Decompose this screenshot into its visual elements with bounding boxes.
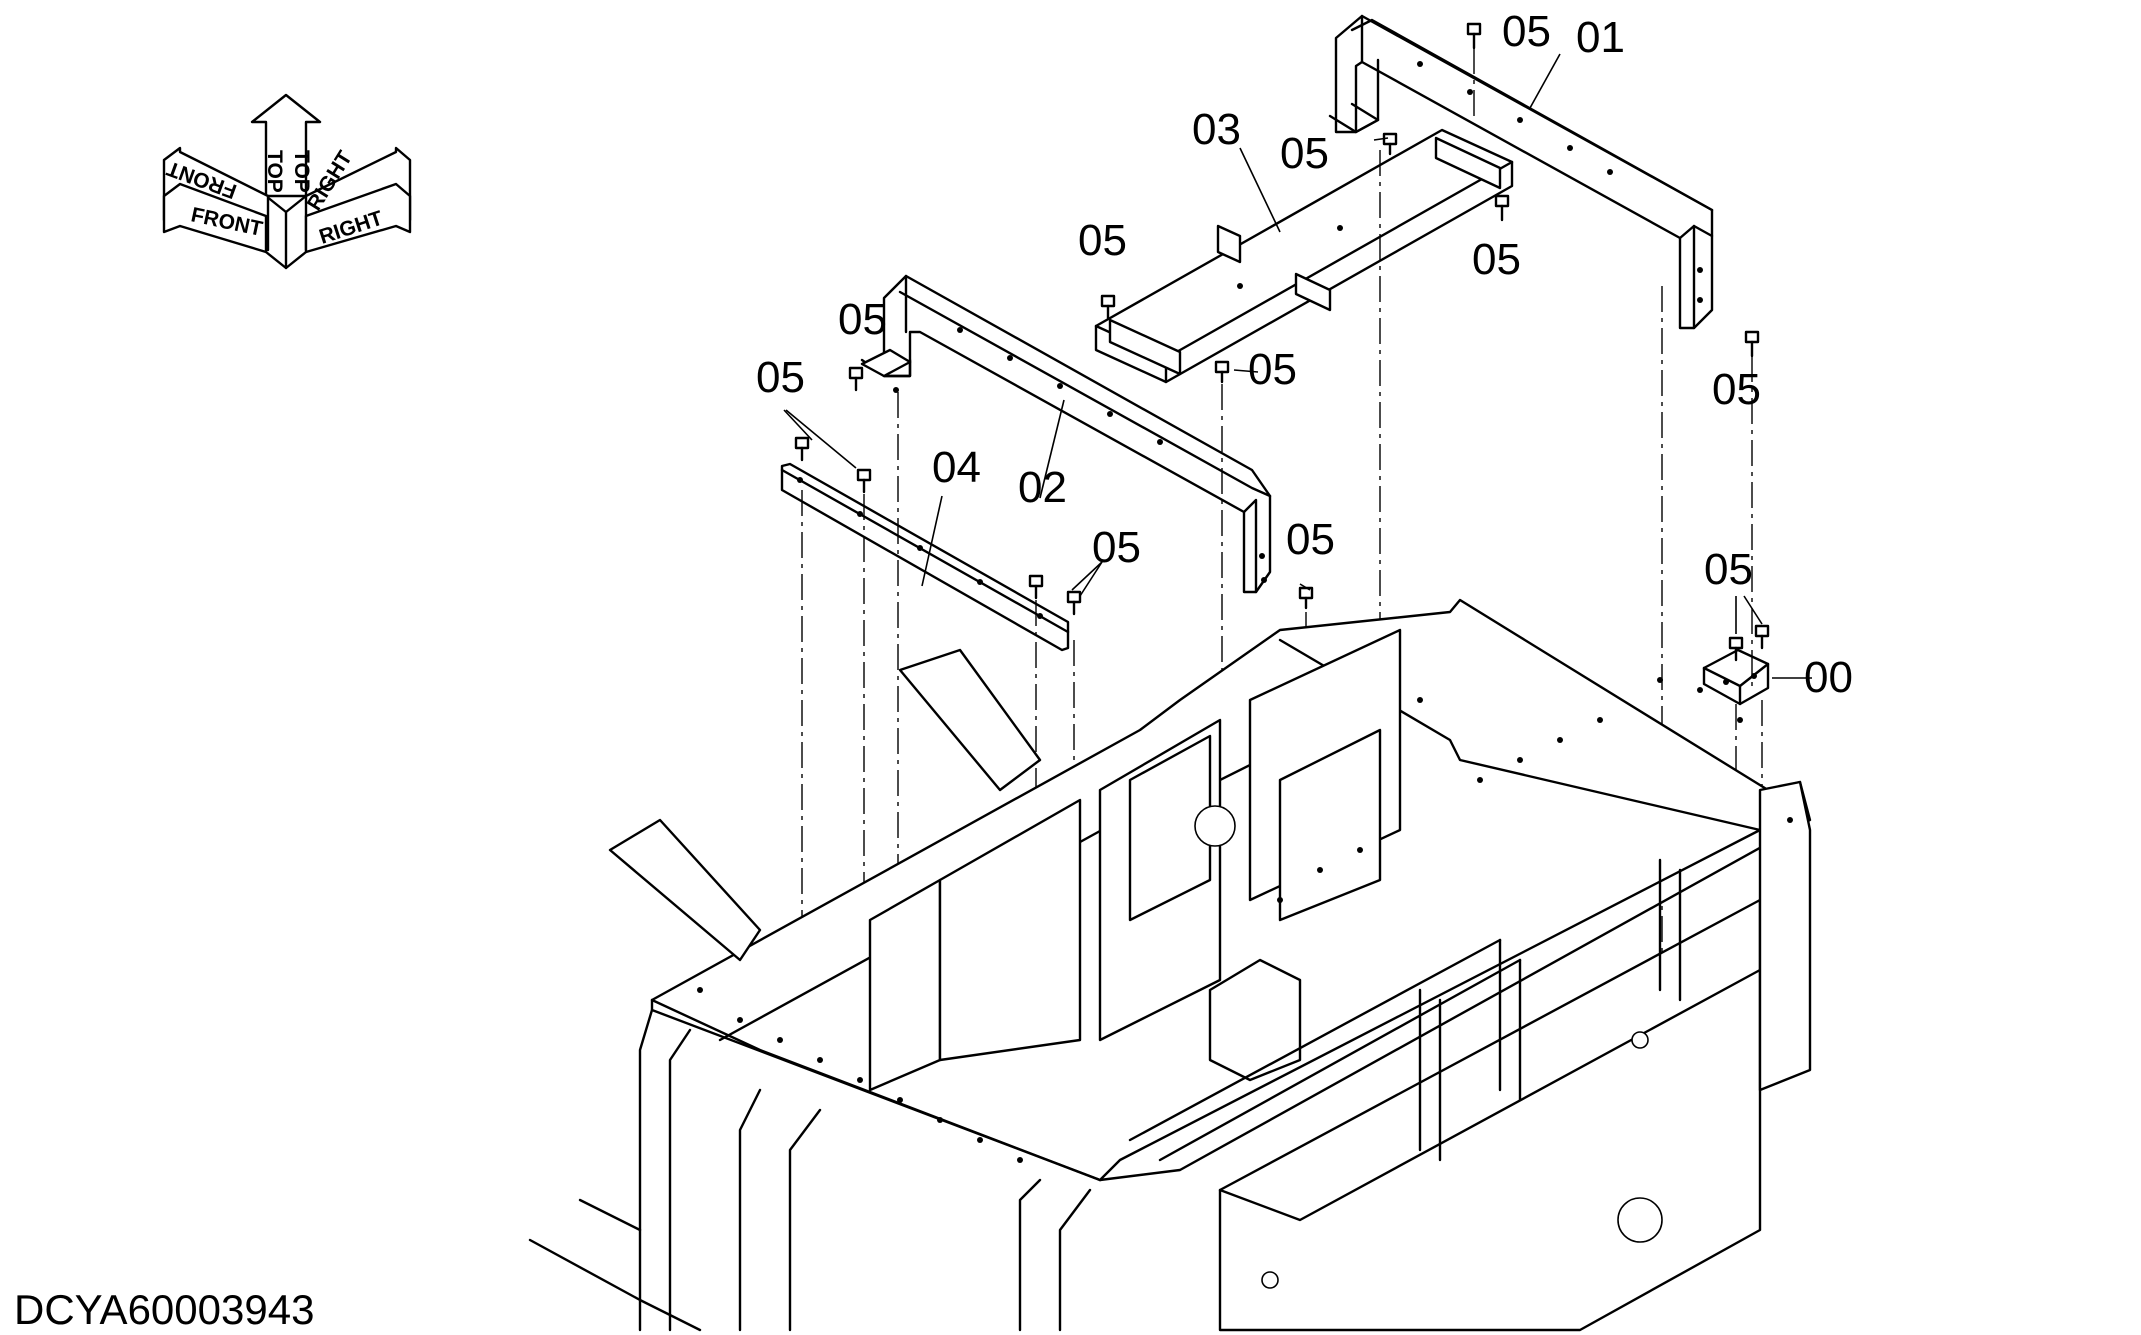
part-01-bracket bbox=[1328, 14, 1714, 330]
callout-05: 05 bbox=[1280, 129, 1329, 178]
part-04-strip bbox=[780, 462, 1070, 652]
callout-05: 05 bbox=[838, 295, 887, 344]
callout-00: 00 bbox=[1804, 653, 1853, 702]
bolts-icon bbox=[794, 22, 1770, 662]
callout-01: 01 bbox=[1576, 13, 1625, 62]
callout-05: 05 bbox=[1502, 7, 1551, 56]
callout-02: 02 bbox=[1018, 463, 1067, 512]
callout-05: 05 bbox=[1248, 345, 1297, 394]
callout-05: 05 bbox=[1092, 523, 1141, 572]
top-label: TOP bbox=[263, 150, 286, 193]
callout-05: 05 bbox=[1078, 216, 1127, 265]
part-03-crossbeam bbox=[1094, 128, 1514, 384]
orientation-arrows-icon: FRONT FRONT TOP TOP RIGHT RIGHT bbox=[162, 93, 412, 270]
callout-03: 03 bbox=[1192, 105, 1241, 154]
callout-04: 04 bbox=[932, 443, 981, 492]
top-label-2: TOP bbox=[290, 150, 313, 193]
callout-labels: 05 01 03 05 05 05 05 05 05 05 04 02 05 0… bbox=[756, 7, 1853, 702]
chassis-frame bbox=[528, 598, 1812, 1332]
callout-05: 05 bbox=[1286, 515, 1335, 564]
leader-lines bbox=[783, 53, 1812, 679]
callout-05: 05 bbox=[1472, 235, 1521, 284]
callout-05: 05 bbox=[756, 353, 805, 402]
callout-05: 05 bbox=[1712, 365, 1761, 414]
drawing-id: DCYA60003943 bbox=[14, 1286, 314, 1333]
callout-05: 05 bbox=[1704, 545, 1753, 594]
part-02-bracket bbox=[860, 274, 1272, 594]
